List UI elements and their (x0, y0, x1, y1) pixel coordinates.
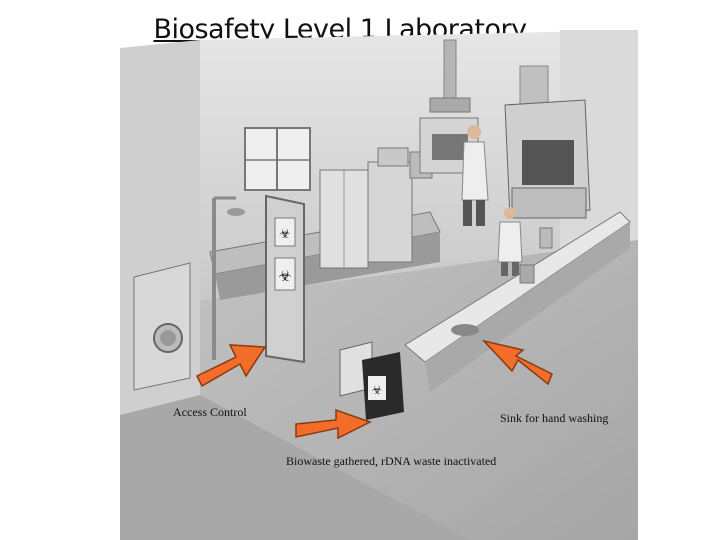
scientist-figure (461, 125, 489, 226)
right-bench (404, 211, 631, 392)
label-access-control: Access Control (173, 405, 247, 419)
window (244, 127, 311, 191)
arrow-sink (481, 339, 553, 386)
label-sink: Sink for hand washing (500, 411, 609, 425)
arrow-access-control (195, 344, 267, 388)
fume-hood (504, 99, 591, 219)
arrow-biowaste (295, 408, 372, 440)
scientist-figure (497, 207, 523, 276)
biohazard-icon: ☣ (279, 227, 291, 242)
ductwork (429, 39, 549, 113)
biohazard-icon: ☣ (278, 267, 291, 285)
label-biowaste: Biowaste gathered, rDNA waste inactivate… (286, 454, 497, 468)
door: ☣ ☣ (265, 194, 305, 364)
refrigerators (319, 161, 413, 269)
autoclave (133, 262, 191, 391)
waste-bins: ☣ (339, 341, 404, 420)
biohazard-icon: ☣ (372, 383, 383, 397)
safety-shower (212, 196, 245, 360)
